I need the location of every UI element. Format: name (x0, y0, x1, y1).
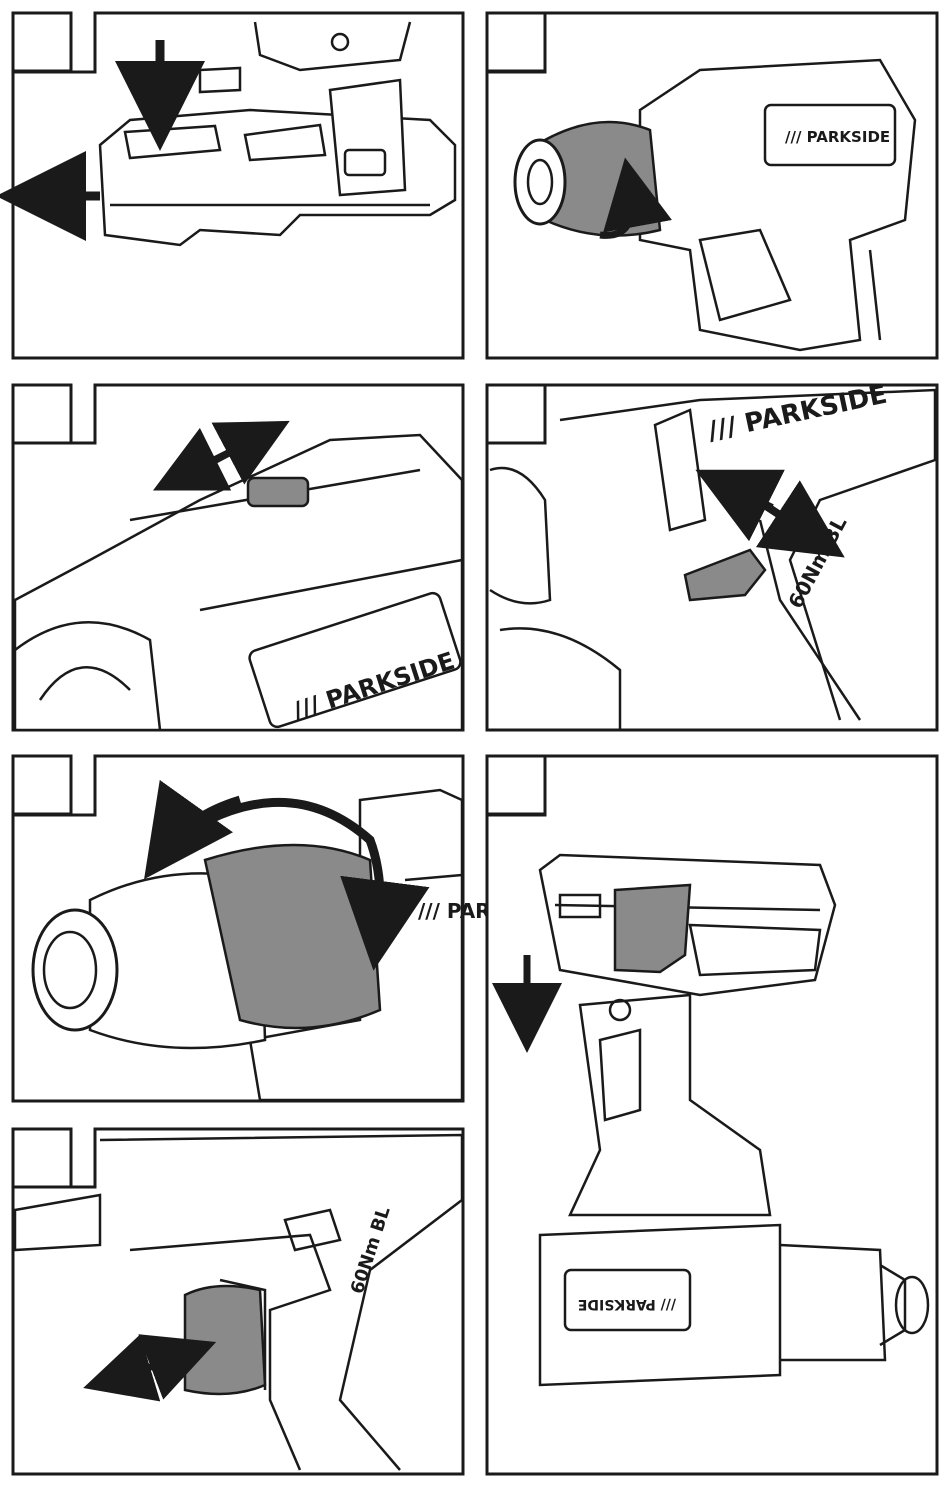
panel-chuck-tighten: /// PARKSIDE (487, 13, 937, 358)
panel-gear-selector: /// PARKSIDE (13, 385, 463, 730)
step-number-box (13, 756, 71, 814)
step-number-box (487, 756, 545, 814)
gear-switch (248, 478, 308, 506)
step-number-box (487, 13, 545, 71)
panel-trigger: 60Nm BL (13, 1129, 463, 1474)
panel-battery-insert: /// PARKSIDE (487, 756, 937, 1474)
step-number-box (13, 385, 71, 443)
panel-direction-switch: /// PARKSIDE 60Nm BL (487, 380, 937, 730)
chuck-sleeve (515, 122, 660, 236)
step-number-box (13, 1129, 71, 1187)
panel-torque-ring: /// PARKSIDE (13, 756, 558, 1101)
trigger-button (185, 1286, 265, 1394)
chuck-front (33, 910, 117, 1030)
belt-clip (615, 885, 690, 972)
brand-logo: /// PARKSIDE (785, 128, 890, 146)
step-number-box (13, 13, 71, 71)
step-number-box (487, 385, 545, 443)
panel-battery-release (13, 13, 463, 358)
brand-logo: /// PARKSIDE (578, 1296, 676, 1312)
